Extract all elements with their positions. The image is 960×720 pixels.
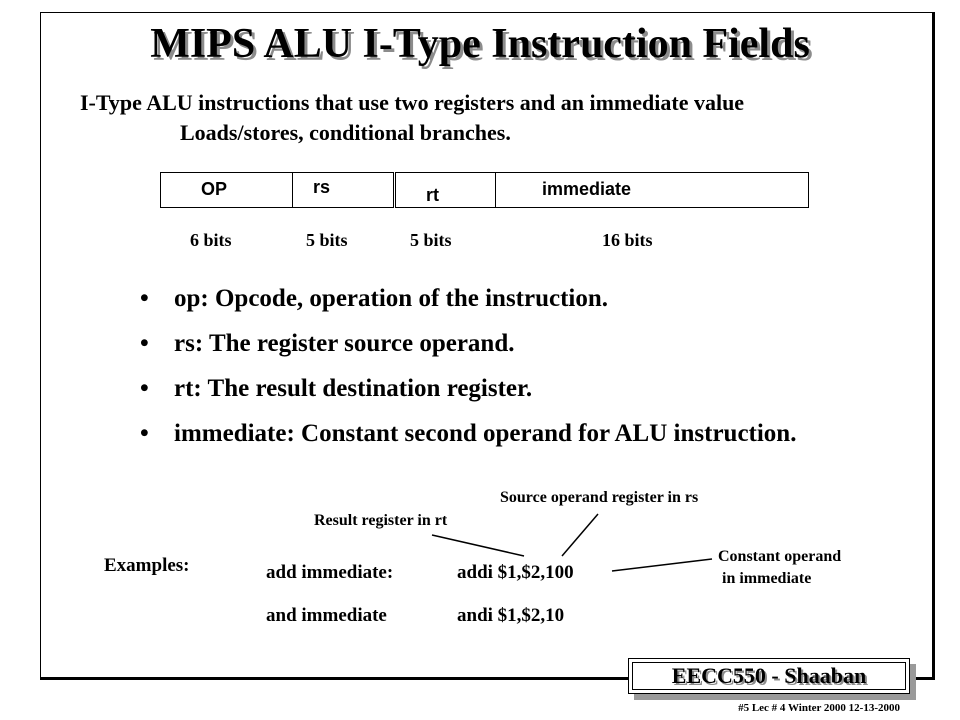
bullet-rs: • rs: The register source operand.	[140, 327, 840, 361]
bullet-immediate: • immediate: Constant second operand for …	[140, 417, 840, 451]
field-op-label: OP	[201, 179, 228, 199]
bullet-immediate-text: immediate: Constant second operand for A…	[174, 420, 797, 447]
example-and-name: and immediate	[266, 605, 387, 626]
bullet-rt: • rt: The result destination register.	[140, 372, 840, 406]
bullet-list: • op: Opcode, operation of the instructio…	[140, 282, 840, 462]
bullet-dot-icon: •	[140, 420, 149, 447]
field-rs-label: rs	[313, 177, 331, 197]
course-badge: EECC550 - Shaaban	[628, 658, 910, 694]
bullet-rt-text: rt: The result destination register.	[174, 375, 533, 402]
examples-label: Examples:	[104, 555, 190, 576]
leader-result-line	[431, 534, 525, 557]
constant-operand-line-1: Constant operand	[718, 548, 842, 565]
subtitle-line-1: I-Type ALU instructions that use two reg…	[80, 90, 745, 115]
bullet-rs-text: rs: The register source operand.	[174, 330, 515, 357]
constant-operand-line-2: in immediate	[722, 570, 812, 587]
field-rs: rs	[292, 172, 394, 208]
example-add-code: addi $1,$2,100	[457, 562, 574, 583]
slide-footer: #5 Lec # 4 Winter 2000 12-13-2000	[738, 702, 900, 714]
example-add-name: add immediate:	[266, 562, 394, 583]
field-rt: rt	[395, 172, 497, 208]
example-and-code: andi $1,$2,10	[457, 605, 565, 626]
subtitle-line-2: Loads/stores, conditional branches.	[180, 120, 511, 145]
source-operand-annotation: Source operand register in rs	[500, 489, 699, 506]
constant-operand-annotation: Constant operand in immediate	[718, 546, 841, 590]
bullet-dot-icon: •	[140, 330, 149, 357]
bullet-dot-icon: •	[140, 285, 149, 312]
bullet-op: • op: Opcode, operation of the instructio…	[140, 282, 840, 316]
leader-source-line	[561, 513, 599, 557]
field-rt-label: rt	[426, 185, 439, 205]
slide-title: MIPS ALU I-Type Instruction Fields	[150, 21, 810, 67]
bits-rt: 5 bits	[410, 230, 452, 250]
bullet-op-text: op: Opcode, operation of the instruction…	[174, 285, 609, 312]
bits-op: 6 bits	[190, 230, 232, 250]
bits-rs: 5 bits	[306, 230, 348, 250]
bullet-dot-icon: •	[140, 375, 149, 402]
leader-constant-line	[611, 558, 713, 572]
field-immediate-label: immediate	[542, 179, 632, 199]
bits-immediate: 16 bits	[602, 230, 653, 250]
slide-frame	[40, 12, 935, 680]
result-register-annotation: Result register in rt	[314, 512, 448, 529]
field-immediate: immediate	[495, 172, 809, 208]
